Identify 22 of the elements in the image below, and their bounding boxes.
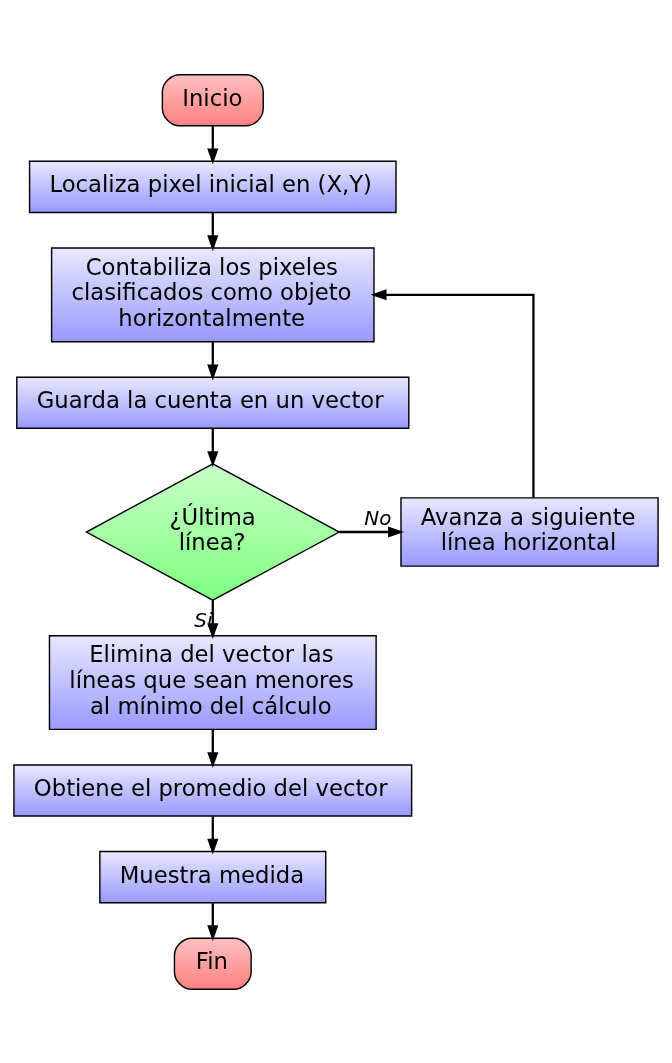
node-box: Avanza a siguiente línea horizontal (400, 496, 659, 567)
arrow (207, 211, 219, 251)
node-box: Obtiene el promedio del vector (13, 763, 413, 817)
node-box: Contabiliza los pixeles clasificados como objeto horizontalmente (50, 246, 375, 342)
edge-label: Si (194, 608, 213, 632)
arrow (207, 729, 219, 768)
arrow (207, 816, 219, 855)
node-box: Localiza pixel inicial en (X,Y) (28, 160, 397, 213)
node-diamond: ¿Última línea? (84, 462, 341, 601)
arrow (207, 599, 219, 639)
arrow (207, 125, 219, 164)
arrow (207, 341, 219, 380)
node-box: Fin (173, 937, 252, 990)
arrow (339, 525, 404, 538)
edge-label: No (364, 506, 392, 530)
arrow (370, 288, 535, 497)
node-box: Guarda la cuenta en un vector (16, 376, 410, 429)
node-box: Elimina del vector las líneas que sean menores al mínimo del cálculo (48, 634, 377, 730)
node-box: Muestra medida (99, 850, 327, 903)
node-box: Inicio (161, 73, 264, 126)
arrow (207, 902, 219, 941)
arrow (207, 428, 219, 467)
